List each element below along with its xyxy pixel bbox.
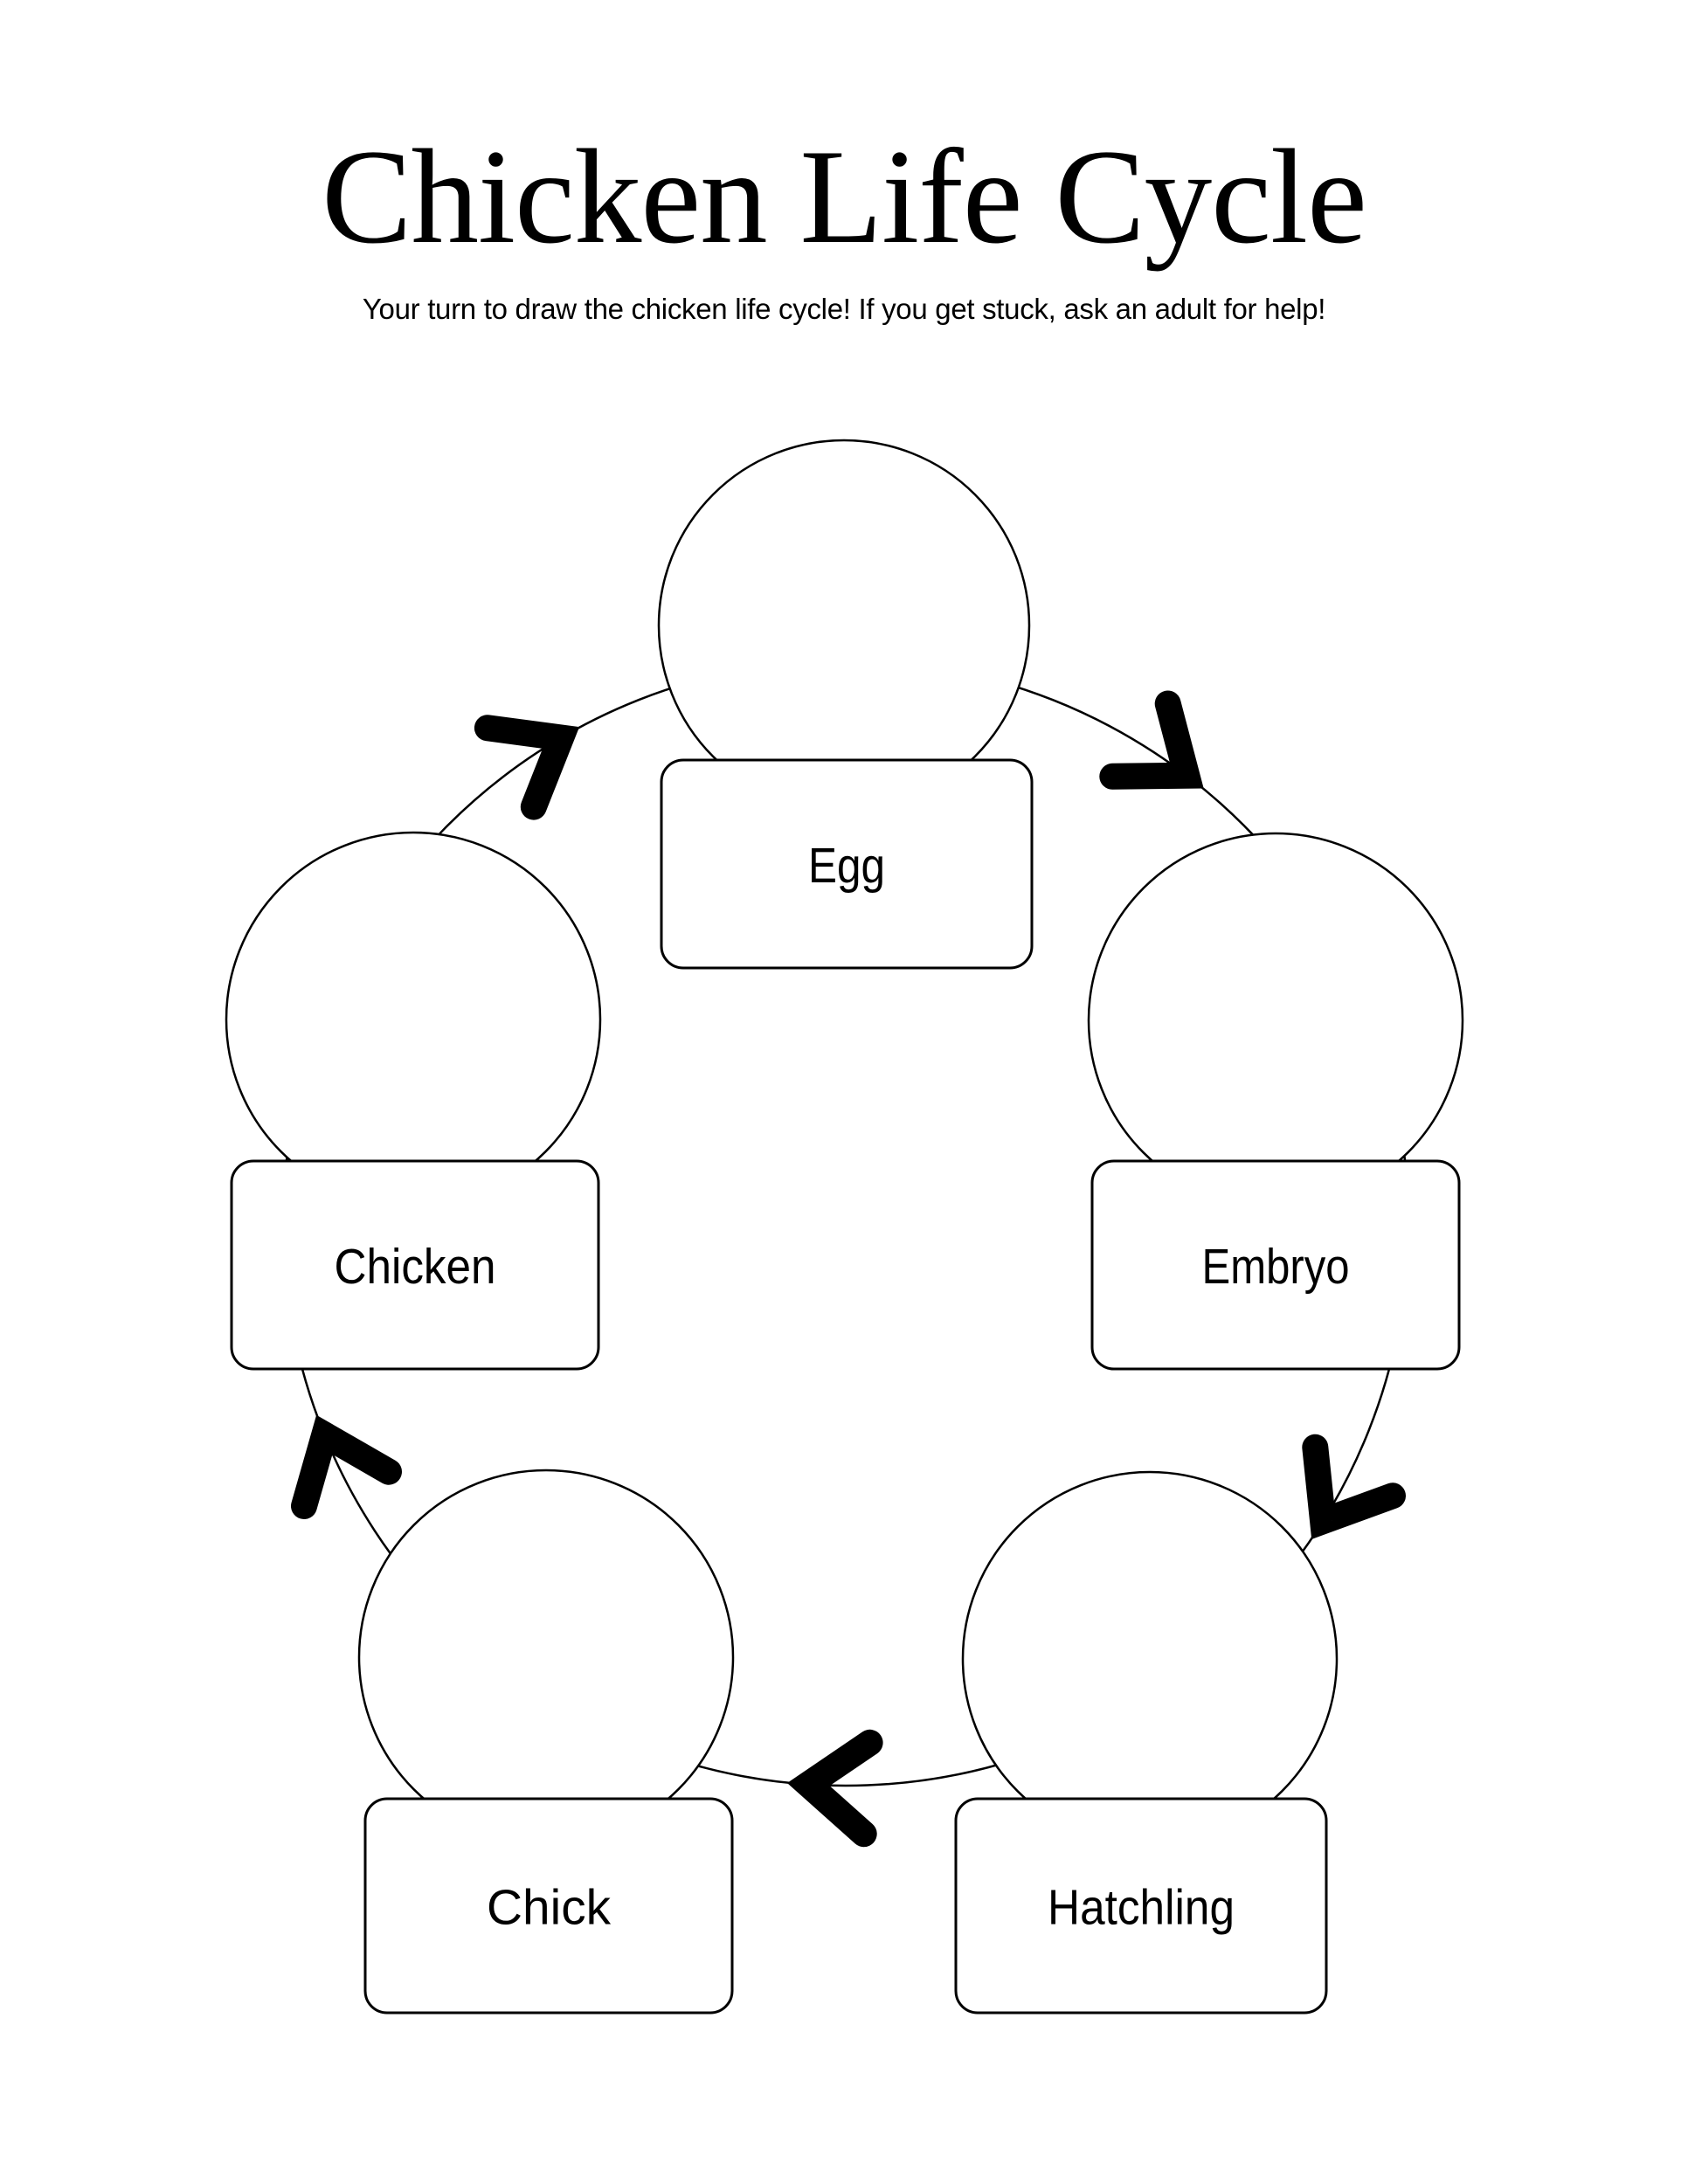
stage-label-box-embryo: [1090, 1159, 1461, 1371]
stage-label-box-hatchling: [954, 1797, 1328, 2015]
stage-label-hatchling: Hatchling: [1048, 1880, 1235, 1936]
stage-drawing-circle-embryo: [1087, 832, 1464, 1209]
page-title: Chicken Life Cycle: [322, 121, 1367, 272]
arrow-chicken-to-egg: [474, 715, 580, 820]
stage-label-chicken: Chicken: [335, 1239, 496, 1295]
stage-drawing-circle-hatchling: [961, 1470, 1339, 1848]
stage-label-box-chick: [363, 1797, 734, 2015]
stage-label-egg: Egg: [808, 838, 885, 894]
stage-label-chick: Chick: [487, 1880, 611, 1936]
arrow-chick-to-chicken: [291, 1414, 402, 1519]
stage-drawing-circle-chick: [357, 1469, 735, 1846]
stage-label-box-egg: [660, 758, 1034, 970]
arrow-egg-to-embryo: [1099, 690, 1204, 790]
stage-label-box-chicken: [230, 1159, 600, 1371]
page-subtitle: Your turn to draw the chicken life cycle…: [362, 293, 1326, 325]
arrow-hatchling-to-chick: [786, 1729, 883, 1848]
arrow-embryo-to-hatchling: [1302, 1434, 1406, 1539]
stage-drawing-circle-chicken: [225, 831, 602, 1208]
stage-drawing-circle-egg: [657, 439, 1031, 812]
stage-label-embryo: Embryo: [1202, 1239, 1350, 1295]
